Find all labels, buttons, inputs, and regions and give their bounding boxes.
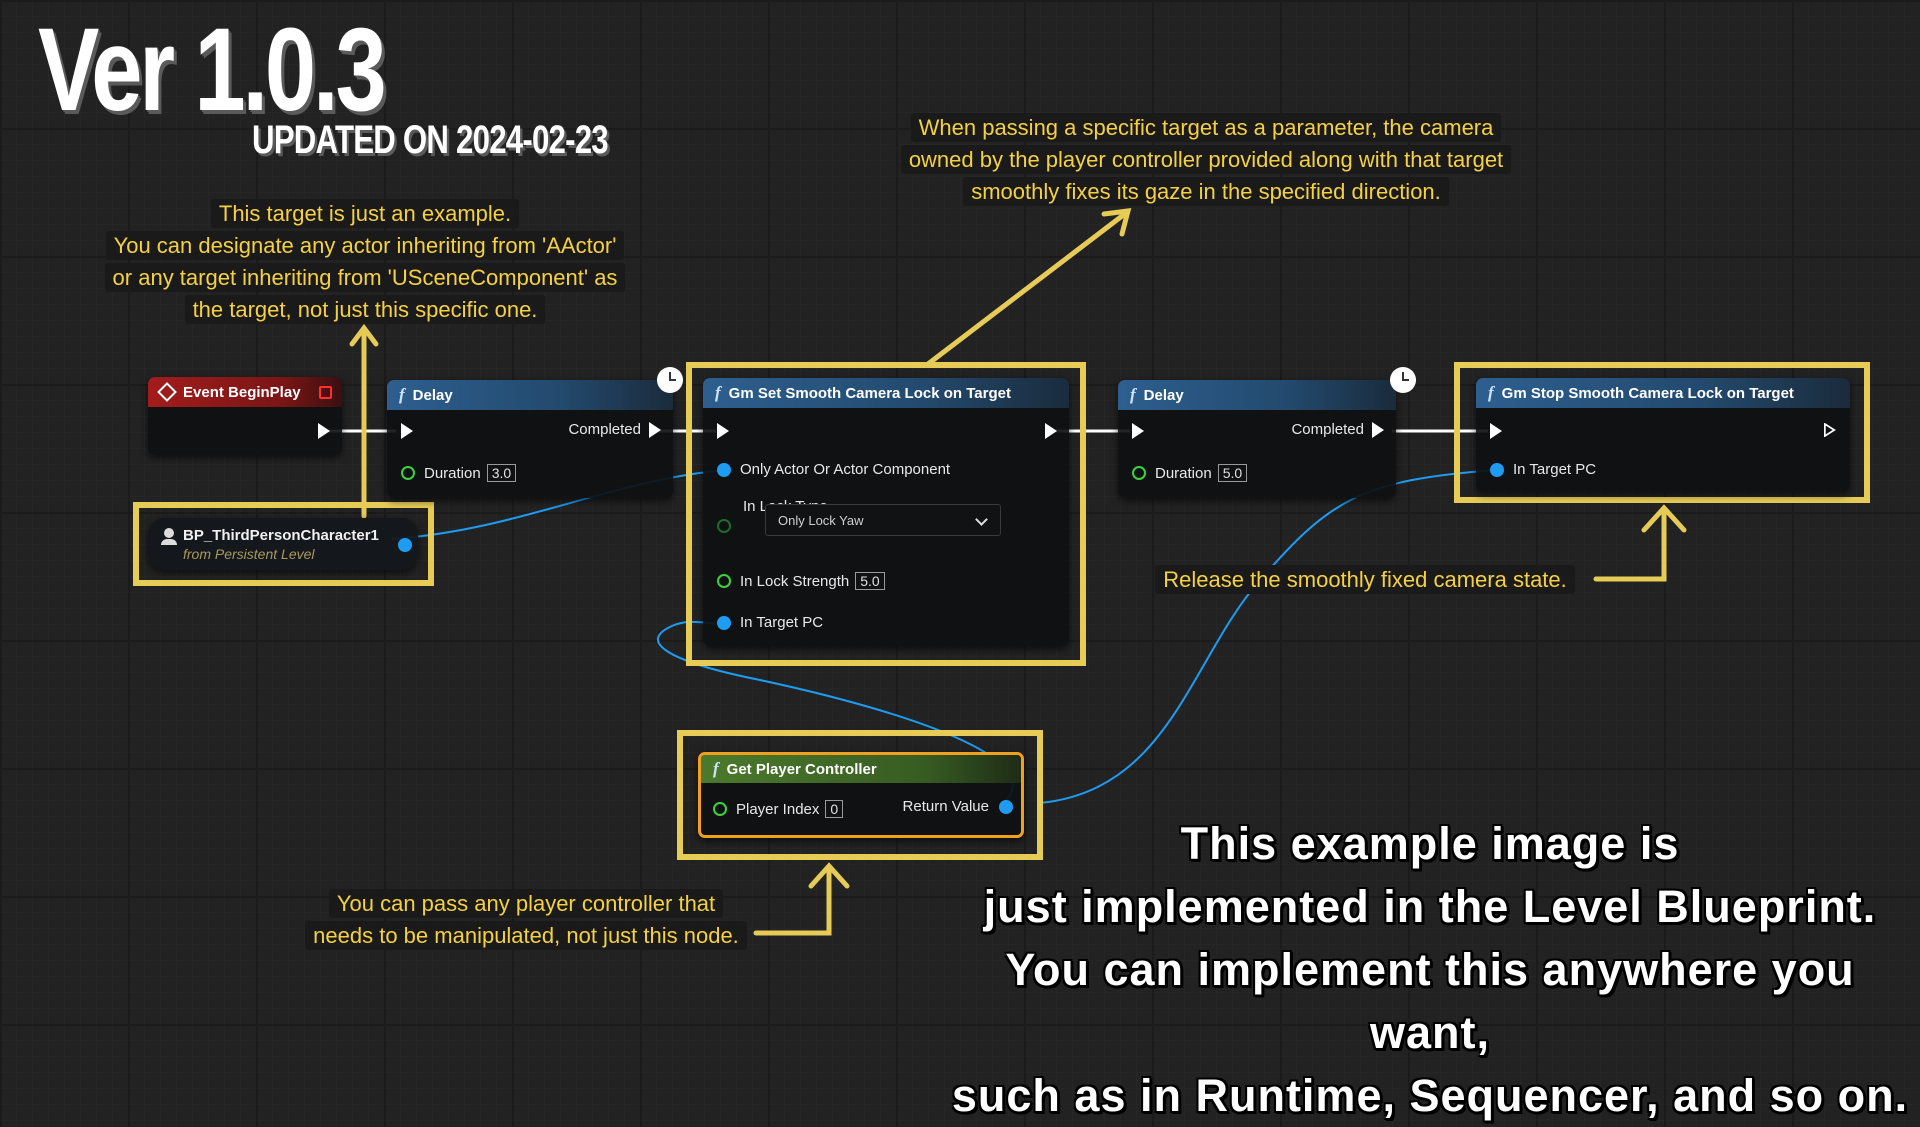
exec-out-pin[interactable]	[1372, 421, 1384, 438]
function-icon: f	[715, 383, 721, 402]
player-index-pin[interactable]	[713, 802, 727, 816]
highlight-get-pc	[677, 730, 1043, 860]
node-title: Gm Stop Smooth Camera Lock on Target	[1501, 384, 1794, 402]
function-icon: f	[1130, 385, 1136, 404]
completed-label: Completed	[1291, 421, 1364, 438]
node-event-beginplay[interactable]: Event BeginPlay	[148, 377, 342, 455]
node-stop-smooth-camera-lock[interactable]: f Gm Stop Smooth Camera Lock on Target I…	[1476, 378, 1850, 492]
return-value-label: Return Value	[902, 798, 989, 815]
node-title: Get Player Controller	[726, 760, 877, 778]
duration-value[interactable]: 5.0	[1217, 464, 1248, 482]
highlight-stop-lock	[1454, 362, 1870, 503]
player-index-value[interactable]: 0	[825, 800, 844, 818]
duration-value[interactable]: 3.0	[486, 464, 517, 482]
target-pin-label: Only Actor Or Actor Component	[740, 461, 951, 478]
player-index-label: Player Index	[736, 800, 820, 818]
event-diamond-icon	[157, 382, 177, 402]
target-pc-pin[interactable]	[1490, 462, 1504, 477]
function-icon: f	[399, 385, 405, 404]
note-release: Release the smoothly fixed camera state.	[1140, 564, 1590, 596]
exec-out-pin[interactable]	[318, 423, 330, 439]
note-player-controller: You can pass any player controller that …	[286, 888, 766, 952]
clock-icon	[657, 367, 683, 393]
exec-out-pin[interactable]	[1824, 423, 1836, 437]
lock-type-dropdown[interactable]: Only Lock Yaw	[765, 504, 1001, 536]
lock-strength-label: In Lock Strength	[740, 572, 850, 590]
highlight-set-lock	[686, 362, 1086, 666]
exec-in-pin[interactable]	[717, 423, 729, 439]
version-title: Ver 1.0.3	[38, 4, 387, 136]
node-actor-reference[interactable]: BP_ThirdPersonCharacter1 from Persistent…	[148, 518, 418, 570]
node-title: Delay	[1143, 386, 1184, 404]
target-pc-pin[interactable]	[717, 615, 731, 630]
actor-name: BP_ThirdPersonCharacter1	[183, 527, 379, 544]
arrow-target-note	[349, 323, 379, 519]
highlight-actor-ref	[133, 502, 434, 586]
chevron-down-icon	[975, 513, 988, 526]
wire-pc-to-stop	[1039, 469, 1497, 804]
return-value-pin[interactable]	[999, 799, 1013, 814]
target-pc-label: In Target PC	[1513, 461, 1597, 478]
node-delay-2[interactable]: f Delay Completed Duration 5.0	[1118, 380, 1396, 498]
duration-label: Duration	[424, 464, 481, 482]
node-delay-1[interactable]: f Delay Completed Duration 3.0	[387, 380, 673, 498]
exec-in-pin[interactable]	[1132, 423, 1144, 439]
delegate-pin-icon[interactable]	[319, 386, 332, 399]
node-get-player-controller[interactable]: f Get Player Controller Player Index 0 R…	[698, 752, 1024, 838]
node-title: Delay	[412, 386, 453, 404]
lock-type-value: Only Lock Yaw	[778, 512, 864, 528]
target-pin[interactable]	[717, 462, 731, 477]
exec-out-pin[interactable]	[649, 421, 661, 438]
duration-label: Duration	[1155, 464, 1212, 482]
updated-date: UPDATED ON 2024-02-23	[252, 118, 609, 162]
actor-out-pin[interactable]	[398, 538, 412, 552]
function-icon: f	[713, 759, 719, 778]
lock-strength-value[interactable]: 5.0	[855, 572, 885, 590]
duration-pin[interactable]	[401, 466, 415, 480]
arrow-release-note	[1593, 504, 1687, 582]
function-icon: f	[1488, 383, 1494, 402]
target-pc-label: In Target PC	[740, 614, 824, 631]
lock-type-pin[interactable]	[717, 519, 731, 533]
node-title: Gm Set Smooth Camera Lock on Target	[728, 384, 1011, 402]
arrow-pc-note	[753, 862, 850, 936]
node-set-smooth-camera-lock[interactable]: f Gm Set Smooth Camera Lock on Target On…	[703, 378, 1069, 646]
lock-strength-pin[interactable]	[717, 574, 731, 588]
duration-pin[interactable]	[1132, 466, 1146, 480]
actor-level: from Persistent Level	[183, 546, 315, 562]
clock-icon	[1390, 367, 1416, 393]
actor-person-icon	[164, 528, 174, 538]
node-title: Event BeginPlay	[183, 383, 301, 401]
note-passing-target: When passing a specific target as a para…	[866, 112, 1546, 208]
exec-in-pin[interactable]	[1490, 423, 1502, 439]
note-target-example: This target is just an example. You can …	[70, 198, 660, 326]
arrow-passing-note	[925, 208, 1132, 367]
exec-in-pin[interactable]	[401, 423, 413, 439]
exec-out-pin[interactable]	[1045, 423, 1057, 439]
completed-label: Completed	[568, 421, 641, 438]
